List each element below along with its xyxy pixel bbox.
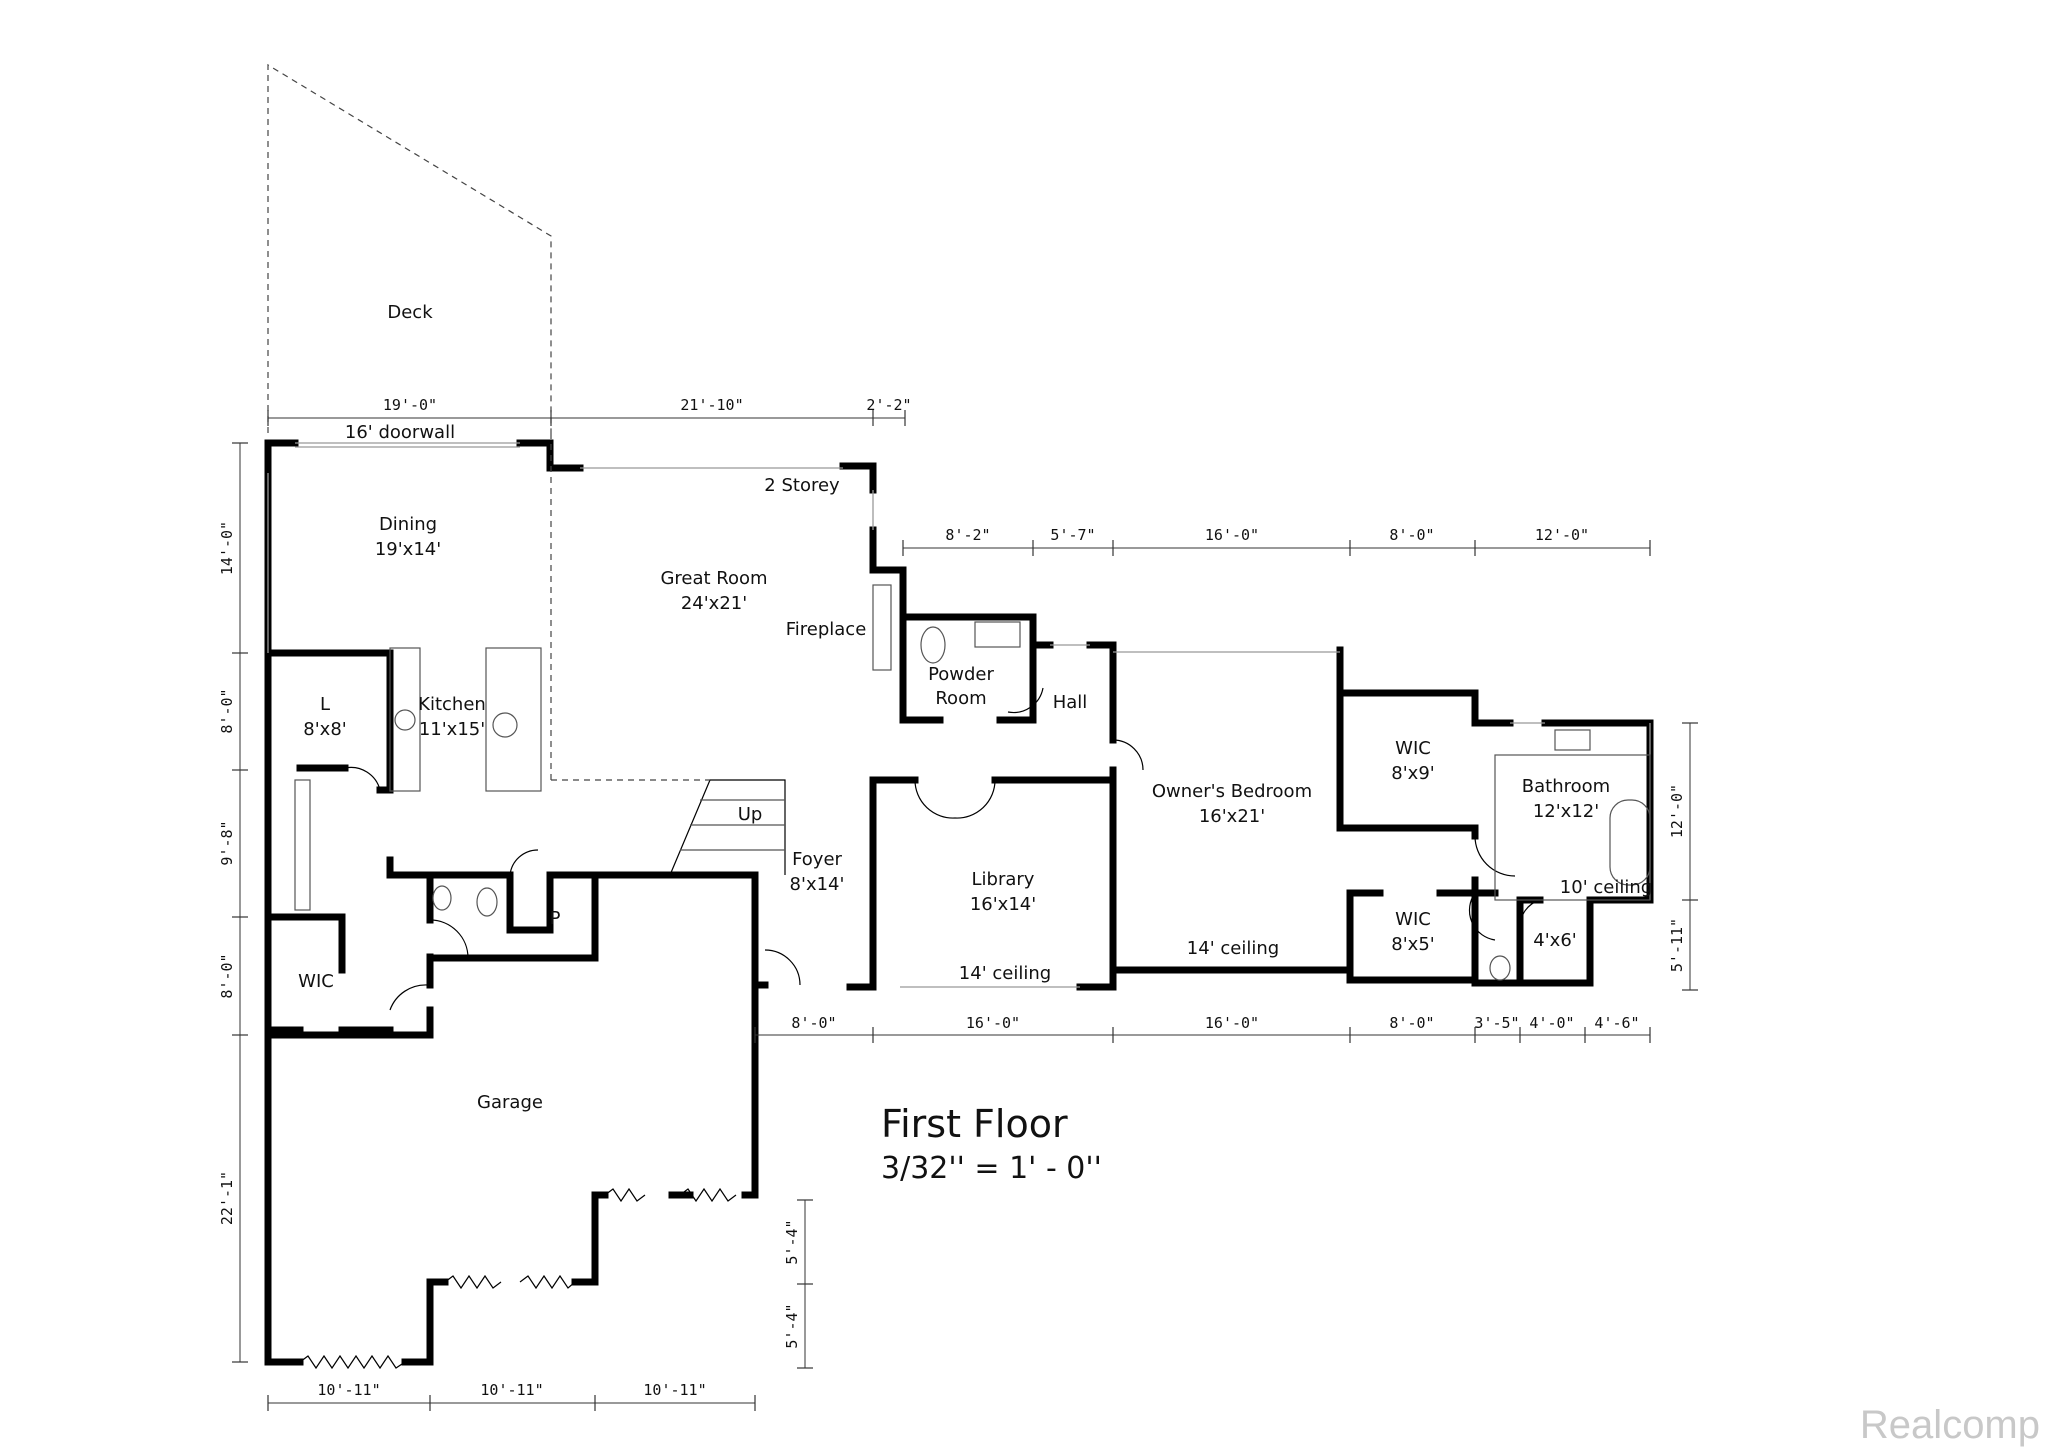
dim-topright-5: 12'-0": [1535, 526, 1589, 544]
deck-label: Deck: [387, 302, 433, 323]
foyer-size: 8'x14': [790, 874, 845, 895]
laundry-size: 8'x8': [303, 719, 346, 740]
kitchen-name: Kitchen: [418, 694, 486, 715]
dim-left-5: 22'-1": [218, 1171, 236, 1225]
dimension-lines: [232, 410, 1698, 1411]
wic-left-name: WIC: [298, 971, 334, 992]
dim-left-2: 8'-0": [218, 688, 236, 733]
dim-bottom-1: 10'-11": [317, 1381, 380, 1399]
bathroom-size: 12'x12': [1533, 801, 1599, 822]
deck-outline: [267, 63, 552, 433]
fixtures: [294, 584, 1651, 981]
watermark: Realcomp: [1860, 1403, 2040, 1447]
door-swings: [344, 687, 1541, 1011]
owners-bedroom-name: Owner's Bedroom: [1152, 781, 1312, 802]
foyer-name: Foyer: [792, 849, 842, 870]
dim-top-3: 2'-2": [866, 396, 911, 414]
wic-upper-name: WIC: [1395, 738, 1431, 759]
dim-left-1: 14'-0": [218, 521, 236, 575]
room-labels: Deck 16' doorwall Dining 19'x14' Great R…: [298, 302, 1652, 1113]
dim-garage-right-2: 5'-4": [783, 1303, 801, 1348]
windows: [267, 442, 1651, 988]
shower-size: 4'x6': [1533, 930, 1576, 951]
bathroom-name: Bathroom: [1522, 776, 1610, 797]
dim-topright-4: 8'-0": [1389, 526, 1434, 544]
scale-label: 3/32'' = 1' - 0'': [881, 1151, 1102, 1186]
library-name: Library: [972, 869, 1035, 890]
laundry-name: L: [320, 694, 330, 715]
powder-room-line1: Powder: [928, 664, 994, 685]
dim-top-2: 21'-10": [680, 396, 743, 414]
fireplace-label: Fireplace: [786, 619, 867, 640]
dim-bottommid-6: 4'-0": [1529, 1014, 1574, 1032]
owners-bedroom-ceiling: 14' ceiling: [1187, 938, 1279, 959]
dim-bottom-3: 10'-11": [643, 1381, 706, 1399]
library-size: 16'x14': [970, 894, 1036, 915]
dim-bottommid-4: 8'-0": [1389, 1014, 1434, 1032]
dim-right-1: 12'-0": [1668, 784, 1686, 838]
title-block: First Floor 3/32'' = 1' - 0'': [881, 1102, 1102, 1186]
floor-title: First Floor: [881, 1102, 1068, 1146]
dim-topright-3: 16'-0": [1205, 526, 1259, 544]
dining-name: Dining: [379, 514, 437, 535]
walls: [264, 439, 1654, 1366]
stairs-up-label: Up: [738, 804, 763, 825]
wic-lower-size: 8'x5': [1391, 934, 1434, 955]
dim-bottommid-3: 16'-0": [1205, 1014, 1259, 1032]
dining-size: 19'x14': [375, 539, 441, 560]
dim-left-4: 8'-0": [218, 953, 236, 998]
doorwall-label: 16' doorwall: [345, 422, 455, 443]
hall-label: Hall: [1053, 692, 1088, 713]
dim-bottommid-7: 4'-6": [1594, 1014, 1639, 1032]
dim-bottommid-5: 3'-5": [1474, 1014, 1519, 1032]
dimension-labels: 19'-0" 21'-10" 2'-2" 8'-2" 5'-7" 16'-0" …: [218, 396, 1686, 1399]
dim-bottommid-1: 8'-0": [791, 1014, 836, 1032]
dim-topright-2: 5'-7": [1050, 526, 1095, 544]
dim-topright-1: 8'-2": [945, 526, 990, 544]
great-room-size: 24'x21': [681, 593, 747, 614]
pantry-label: P: [550, 908, 561, 929]
library-ceiling: 14' ceiling: [959, 963, 1051, 984]
dim-bottommid-2: 16'-0": [966, 1014, 1020, 1032]
powder-room-line2: Room: [935, 688, 986, 709]
dim-left-3: 9'-8": [218, 820, 236, 865]
owners-bedroom-size: 16'x21': [1199, 806, 1265, 827]
dim-bottom-2: 10'-11": [480, 1381, 543, 1399]
kitchen-size: 11'x15': [419, 719, 485, 740]
bathroom-ceiling: 10' ceiling: [1560, 877, 1652, 898]
wic-upper-size: 8'x9': [1391, 763, 1434, 784]
garage-doors: [299, 1187, 737, 1370]
dim-garage-right-1: 5'-4": [783, 1219, 801, 1264]
stairs: [550, 433, 786, 876]
garage-label: Garage: [477, 1092, 543, 1113]
great-room-name: Great Room: [660, 568, 767, 589]
dim-right-2: 5'-11": [1668, 918, 1686, 972]
dim-top-1: 19'-0": [383, 396, 437, 414]
two-storey-label: 2 Storey: [764, 475, 840, 496]
wic-lower-name: WIC: [1395, 909, 1431, 930]
